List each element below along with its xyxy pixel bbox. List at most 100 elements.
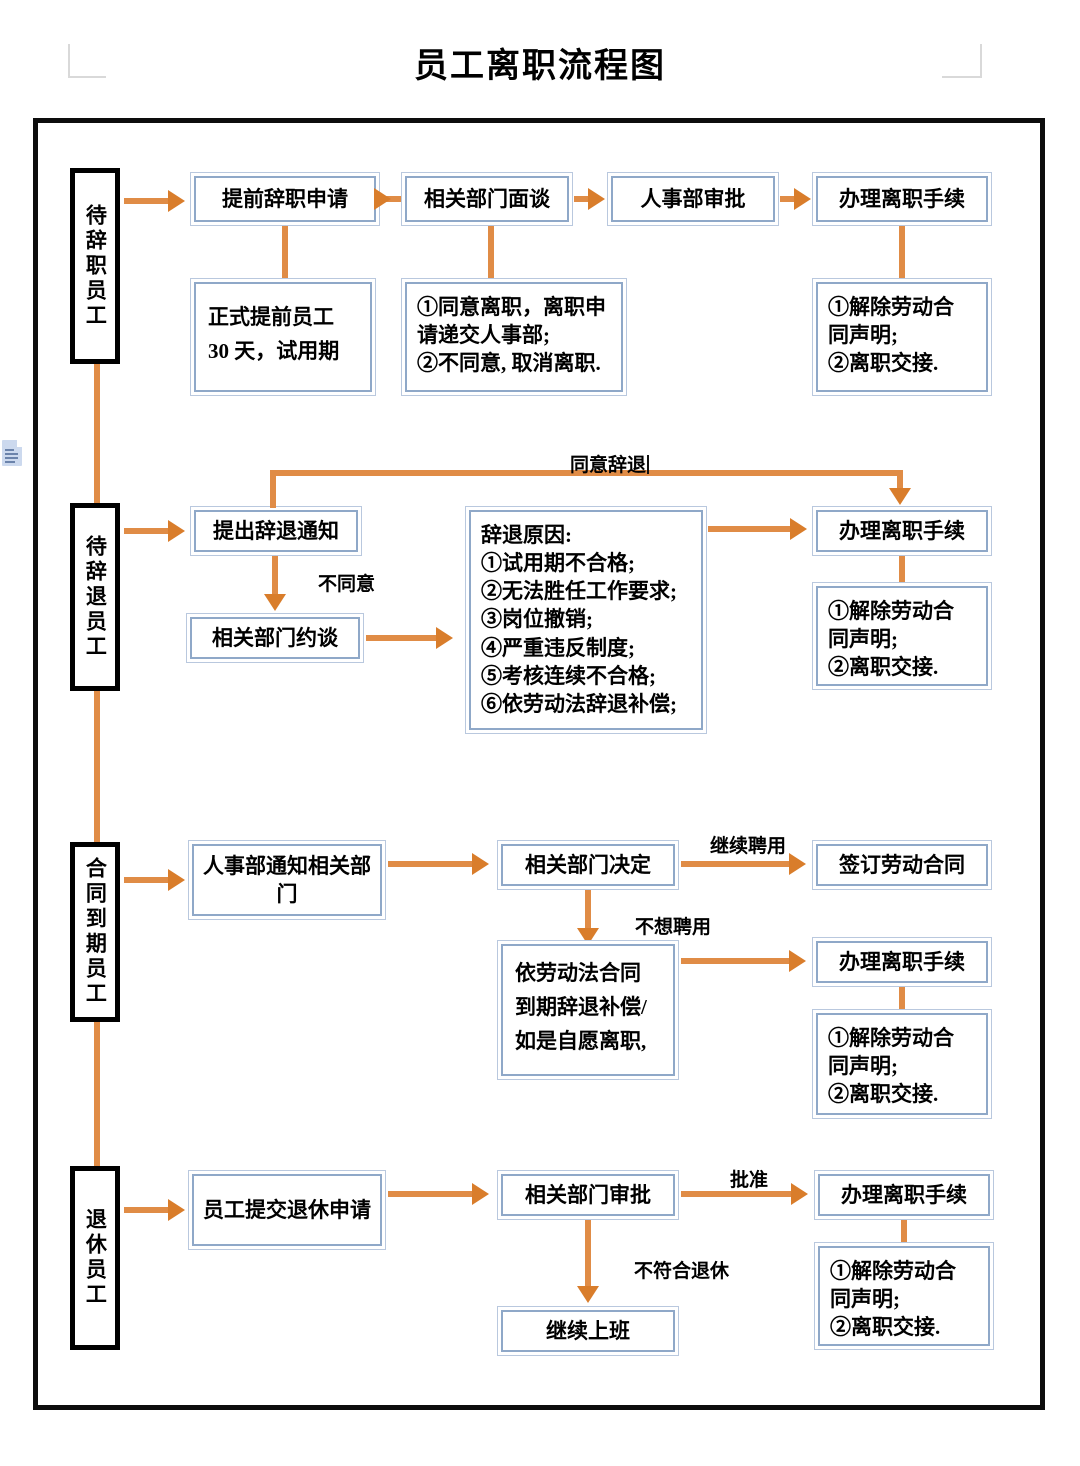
note-line: 正式提前员工 [208, 304, 334, 329]
note-line: ①解除劳动合 [828, 599, 954, 623]
step-label: 签订劳动合同 [839, 852, 965, 877]
note-line: ②不同意, 取消离职. [417, 351, 601, 376]
connector-interview-to-note [488, 226, 494, 280]
arrow-approval-to-offboard-head [791, 1183, 808, 1205]
step-label: 相关部门约谈 [212, 625, 338, 650]
step-label: 人事部通知相关部门 [203, 853, 371, 906]
step-retire-approval[interactable]: 相关部门审批 [497, 1170, 679, 1220]
step-label: 提前辞职申请 [222, 186, 348, 211]
step-label: 办理离职手续 [839, 949, 965, 974]
note-line: ②离职交接. [828, 655, 939, 680]
arrow-decide-to-sign-line [681, 861, 791, 867]
note-line: 如是自愿离职, [515, 1029, 647, 1054]
step-resign-hr-review[interactable]: 人事部审批 [607, 172, 779, 226]
note-line: 同声明; [828, 323, 898, 348]
step-resign-interview[interactable]: 相关部门面谈 [401, 172, 573, 226]
step-resign-offboard[interactable]: 办理离职手续 [812, 172, 992, 226]
arrow-talk-to-reasons-head [436, 627, 453, 649]
connector-decide-to-compensation-line [585, 890, 591, 932]
category-resign: 待辞职员工 [70, 168, 120, 364]
step-expire-offboard[interactable]: 办理离职手续 [812, 937, 992, 987]
crop-mark-top-left [68, 44, 106, 78]
arrow-apply-to-interview-head [374, 188, 391, 210]
step-label: 办理离职手续 [839, 518, 965, 543]
note-line: ②无法胜任工作要求; [481, 579, 677, 604]
edge-label-no-rehire: 不想聘用 [635, 917, 712, 938]
arrow-cat-to-hrnotify-line [124, 877, 172, 883]
note-line: ①试用期不合格; [481, 551, 635, 576]
connector-retire-offboard-to-note [901, 1220, 907, 1244]
step-retire-apply[interactable]: 员工提交退休申请 [188, 1170, 386, 1250]
note-expire-compensation: 依劳动法合同 到期辞退补偿/ 如是自愿离职, [497, 940, 679, 1080]
arrow-cat-to-retireapply-head [168, 1199, 185, 1221]
bypass-down-segment [897, 470, 903, 492]
step-label: 相关部门面谈 [424, 186, 550, 211]
edge-label-keep-hire: 继续聘用 [710, 836, 787, 857]
edge-label-disagree: 不同意 [318, 574, 376, 595]
step-expire-dept-decide[interactable]: 相关部门决定 [497, 840, 679, 890]
note-retire-offboard-items: ①解除劳动合 同声明; ②离职交接. [814, 1242, 994, 1350]
arrow-hr-to-offboard-head [794, 188, 811, 210]
step-label: 办理离职手续 [839, 186, 965, 211]
note-line: ③岗位撤销; [481, 607, 593, 632]
step-label: 提出辞退通知 [213, 518, 339, 543]
note-line: 同声明; [830, 1287, 900, 1312]
step-label: 员工提交退休申请 [203, 1197, 371, 1222]
note-expire-offboard-items: ①解除劳动合 同声明; ②离职交接. [812, 1009, 992, 1119]
step-expire-hr-notify[interactable]: 人事部通知相关部门 [188, 840, 386, 920]
note-line: 依劳动法合同 [515, 960, 641, 985]
spine-dismiss-expire [94, 690, 100, 842]
note-resign-notice-period: 正式提前员工 30 天，试用期 [190, 278, 376, 396]
step-label: 相关部门决定 [525, 852, 651, 877]
note-dismiss-offboard-items: ①解除劳动合 同声明; ②离职交接. [812, 582, 992, 690]
arrow-cat-to-notice-head [168, 520, 185, 542]
step-resign-apply[interactable]: 提前辞职申请 [190, 172, 380, 226]
edge-label-not-eligible: 不符合退休 [634, 1261, 730, 1282]
note-line: 30 天，试用期 [208, 339, 340, 363]
note-line: ②离职交接. [828, 1082, 939, 1107]
bypass-arrow-head [889, 488, 911, 505]
note-dismiss-reasons: 辞退原因: ①试用期不合格; ②无法胜任工作要求; ③岗位撤销; ④严重违反制度… [465, 506, 707, 734]
document-icon[interactable] [2, 440, 28, 470]
connector-notice-to-talk-head [264, 594, 286, 611]
connector-dismiss-offboard-to-note [899, 556, 905, 584]
arrow-cat-to-hrnotify-head [168, 869, 185, 891]
category-retire: 退休员工 [70, 1166, 120, 1350]
connector-approval-to-keepwork-head [577, 1286, 599, 1303]
note-line: 同声明; [828, 627, 898, 652]
note-line: 同声明; [828, 1054, 898, 1079]
step-label: 人事部审批 [640, 186, 746, 211]
arrow-retireapply-to-approval-head [472, 1183, 489, 1205]
bypass-across-segment [270, 470, 903, 476]
note-line: ①解除劳动合 [830, 1259, 956, 1283]
arrow-retireapply-to-approval-line [388, 1191, 474, 1197]
spine-expire-retire [94, 1022, 100, 1166]
note-line: ②离职交接. [828, 351, 939, 376]
step-dismiss-offboard[interactable]: 办理离职手续 [812, 506, 992, 556]
step-dismiss-notice[interactable]: 提出辞退通知 [190, 506, 362, 556]
arrow-reasons-to-offboard-head [790, 518, 807, 540]
edge-label-agree-dismiss: 同意辞退 [570, 450, 650, 477]
note-line: 请递交人事部; [417, 323, 550, 348]
text-cursor [647, 455, 650, 474]
arrow-decide-to-sign-head [789, 853, 806, 875]
connector-offboard-to-note [899, 226, 905, 280]
note-line: ①解除劳动合 [828, 1026, 954, 1050]
arrow-hrnotify-to-decide-line [388, 861, 474, 867]
edge-label-text: 同意辞退 [570, 455, 647, 476]
note-resign-offboard-items: ①解除劳动合 同声明; ②离职交接. [812, 278, 992, 396]
spine-resign-dismiss [94, 363, 100, 503]
step-dismiss-talk[interactable]: 相关部门约谈 [186, 613, 364, 663]
crop-mark-top-right [942, 44, 982, 78]
arrow-interview-to-hr-line [574, 196, 596, 202]
note-resign-interview-result: ①同意离职，离职申 请递交人事部; ②不同意, 取消离职. [401, 278, 627, 396]
connector-approval-to-keepwork-line [585, 1220, 591, 1290]
step-retire-offboard[interactable]: 办理离职手续 [814, 1170, 994, 1220]
arrow-apply-to-interview-line [381, 196, 403, 202]
step-expire-sign[interactable]: 签订劳动合同 [812, 840, 992, 890]
step-retire-keep-work[interactable]: 继续上班 [497, 1306, 679, 1356]
arrow-hrnotify-to-decide-head [472, 853, 489, 875]
arrow-compensation-to-offboard-line [681, 958, 791, 964]
note-line: ⑤考核连续不合格; [481, 663, 656, 688]
